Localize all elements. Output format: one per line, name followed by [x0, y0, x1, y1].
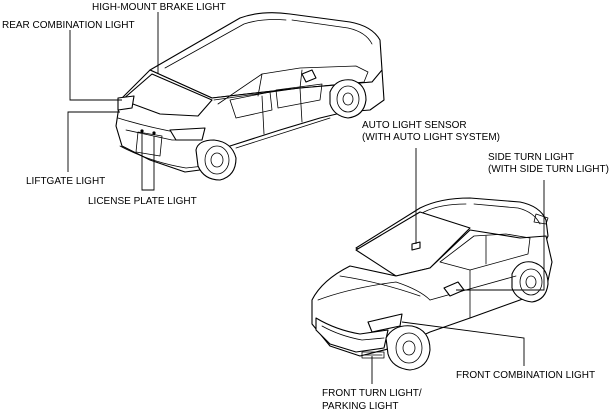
rear-view-vehicle — [115, 12, 385, 181]
leader-rear-combination-light — [69, 30, 122, 101]
label-auto-light-sensor-line2: (WITH AUTO LIGHT SYSTEM) — [362, 132, 500, 143]
label-license-plate-light: LICENSE PLATE LIGHT — [88, 196, 197, 207]
leader-liftgate-light — [67, 111, 120, 172]
label-auto-light-sensor-line1: AUTO LIGHT SENSOR — [362, 120, 467, 131]
label-side-turn-light-line2: (WITH SIDE TURN LIGHT) — [488, 164, 609, 175]
leader-lines — [67, 12, 545, 384]
leader-license-plate-light — [141, 134, 155, 191]
leader-front-combination-light — [401, 321, 525, 366]
label-front-turn-light-line2: PARKING LIGHT — [322, 401, 399, 412]
label-liftgate-light: LIFTGATE LIGHT — [26, 176, 105, 187]
label-high-mount-brake-light: HIGH-MOUNT BRAKE LIGHT — [92, 2, 226, 13]
label-rear-combination-light: REAR COMBINATION LIGHT — [2, 20, 135, 31]
label-side-turn-light-line1: SIDE TURN LIGHT — [488, 152, 574, 163]
label-front-turn-light-line1: FRONT TURN LIGHT/ — [322, 388, 422, 399]
label-front-combination-light: FRONT COMBINATION LIGHT — [456, 370, 595, 381]
leader-side-turn-light — [456, 180, 545, 291]
front-view-vehicle — [311, 197, 553, 371]
